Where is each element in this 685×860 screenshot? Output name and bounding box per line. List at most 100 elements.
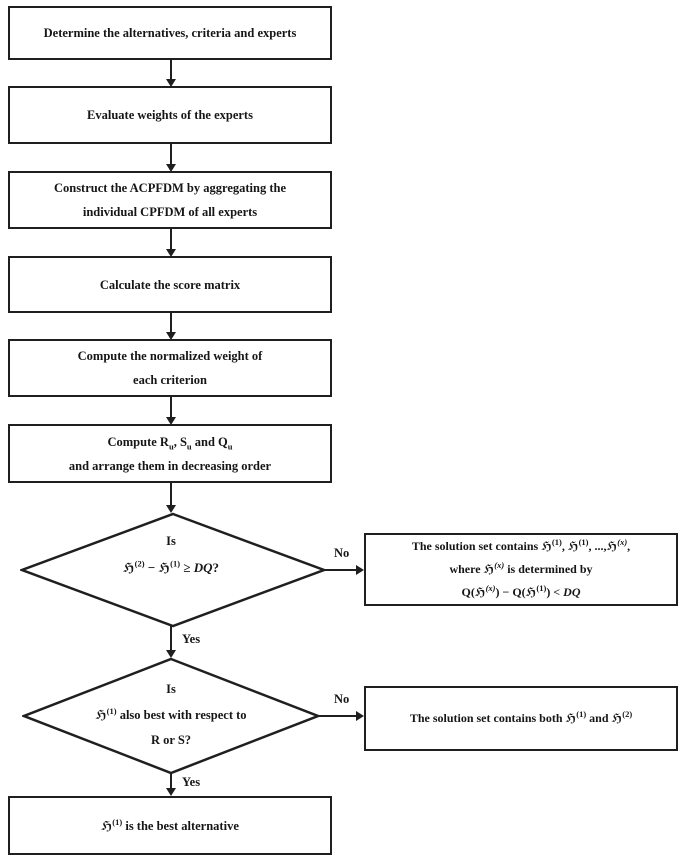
superscript: (1) <box>112 816 123 827</box>
result-box-text: The solution set contains both ℌ(1) and … <box>410 707 632 730</box>
process-box-text: Calculate the score matrix <box>99 277 241 292</box>
process-box-text: ℌ(1) is the best alternative <box>101 814 239 838</box>
connector-yes-1 <box>170 626 172 651</box>
fraktur-h-symbol: ℌ <box>567 539 579 553</box>
result-box-text: The solution set contains ℌ(1), ℌ(1), ..… <box>412 535 630 558</box>
arrow-down-icon <box>166 332 176 340</box>
dq-symbol: DQ <box>563 585 581 599</box>
decision-diamond-1 <box>20 512 326 628</box>
text-segment: is determined by <box>504 562 593 576</box>
superscript: (1) <box>170 558 181 569</box>
result-box-formula: Q(ℌ(x)) − Q(ℌ(1)) < DQ <box>461 581 580 604</box>
connector-line-4 <box>170 313 172 333</box>
arrow-down-icon <box>166 79 176 87</box>
fraktur-h-symbol: ℌ <box>474 585 486 599</box>
decision-2-condition: ℌ(1) also best with respect to <box>41 705 301 723</box>
fraktur-h-symbol: ℌ <box>611 711 623 725</box>
process-box-text: Compute the normalized weight of <box>77 349 263 363</box>
no-label-1: No <box>334 546 350 560</box>
text-segment: also best with respect to <box>116 708 247 722</box>
text-segment: Compute R <box>107 434 169 449</box>
arrow-down-icon <box>166 164 176 172</box>
connector-line-3 <box>170 229 172 250</box>
no-label-2: No <box>334 692 350 706</box>
superscript: (x) <box>485 583 496 593</box>
subscript-u: u <box>227 441 233 451</box>
process-box-text: Compute Ru, Su and Qu <box>107 430 232 454</box>
text-segment: is the best alternative <box>122 818 239 833</box>
fraktur-h-symbol: ℌ <box>565 711 577 725</box>
operator: − <box>144 560 159 575</box>
text-segment: ) − Q( <box>495 585 526 599</box>
arrow-right-icon <box>356 711 364 721</box>
process-box-construct-acpfdm: Construct the ACPFDM by aggregating the … <box>8 171 332 229</box>
text-segment: where <box>449 562 484 576</box>
process-box-best-alternative: ℌ(1) is the best alternative <box>8 796 332 855</box>
connector-no-2 <box>318 715 357 717</box>
result-box-both-solutions: The solution set contains both ℌ(1) and … <box>364 686 678 751</box>
text-segment: , ..., <box>588 539 607 553</box>
connector-line-5 <box>170 397 172 418</box>
process-box-text: each criterion <box>133 373 207 387</box>
process-box-text: Evaluate weights of the experts <box>87 108 253 122</box>
superscript: (1) <box>536 583 547 593</box>
decision-2-condition-line2: R or S? <box>150 733 192 747</box>
arrow-down-icon <box>166 650 176 658</box>
connector-yes-2 <box>170 773 172 789</box>
process-box-determine: Determine the alternatives, criteria and… <box>8 6 332 60</box>
text-segment: and <box>586 711 612 725</box>
subscript-u: u <box>168 441 174 451</box>
text-segment: , <box>627 539 631 553</box>
fraktur-h-symbol: ℌ <box>95 708 107 722</box>
yes-label-2: Yes <box>182 775 201 789</box>
fraktur-h-symbol: ℌ <box>525 585 537 599</box>
fraktur-h-symbol: ℌ <box>541 539 552 553</box>
process-box-text: Determine the alternatives, criteria and… <box>43 26 297 40</box>
fraktur-h-symbol: ℌ <box>101 818 113 833</box>
text-segment: The solution set contains both <box>409 711 566 725</box>
process-box-text: and arrange them in decreasing order <box>68 458 272 473</box>
diamond-shape <box>20 512 326 628</box>
arrow-down-icon <box>166 249 176 257</box>
result-box-solution-set-range: The solution set contains ℌ(1), ℌ(1), ..… <box>364 533 678 606</box>
operator: ≥ <box>180 560 194 575</box>
arrow-down-icon <box>166 505 176 513</box>
result-box-text: where ℌ(x) is determined by <box>449 558 592 581</box>
fraktur-h-symbol: ℌ <box>483 562 495 576</box>
decision-1-intro: Is <box>166 534 176 548</box>
dq-symbol: DQ <box>193 560 213 575</box>
superscript: (1) <box>551 537 562 547</box>
subscript-u: u <box>186 441 192 451</box>
fraktur-h-symbol: ℌ <box>606 539 618 553</box>
process-box-evaluate-weights: Evaluate weights of the experts <box>8 86 332 144</box>
arrow-right-icon <box>356 565 364 575</box>
superscript: (x) <box>617 537 628 547</box>
operator: ) < <box>546 585 564 599</box>
process-box-compute-rsq: Compute Ru, Su and Qu and arrange them i… <box>8 424 332 483</box>
fraktur-h-symbol: ℌ <box>123 561 135 576</box>
superscript: (1) <box>578 537 589 547</box>
superscript: (1) <box>106 705 117 716</box>
text-segment: The solution set contains <box>411 539 542 553</box>
text-segment: Q( <box>461 585 475 599</box>
process-box-text: Construct the ACPFDM by aggregating the <box>53 181 287 195</box>
superscript: (1) <box>576 709 587 719</box>
question-mark: ? <box>212 560 219 575</box>
connector-line-1 <box>170 60 172 80</box>
superscript: (2) <box>134 558 145 569</box>
process-box-text: individual CPFDM of all experts <box>82 205 258 219</box>
text-segment: , S <box>173 434 187 449</box>
superscript: (2) <box>622 709 633 719</box>
fraktur-h-symbol: ℌ <box>158 561 171 576</box>
yes-label-1: Yes <box>182 632 201 646</box>
arrow-down-icon <box>166 417 176 425</box>
decision-2-intro: Is <box>166 682 176 696</box>
superscript: (x) <box>494 560 505 570</box>
decision-1-condition: ℌ(2) − ℌ(1) ≥ DQ? <box>61 558 281 576</box>
connector-line-6 <box>170 483 172 506</box>
text-segment: and Q <box>191 434 228 449</box>
process-box-normalized-weight: Compute the normalized weight of each cr… <box>8 339 332 397</box>
text-segment: , <box>561 539 568 553</box>
connector-no-1 <box>324 569 357 571</box>
